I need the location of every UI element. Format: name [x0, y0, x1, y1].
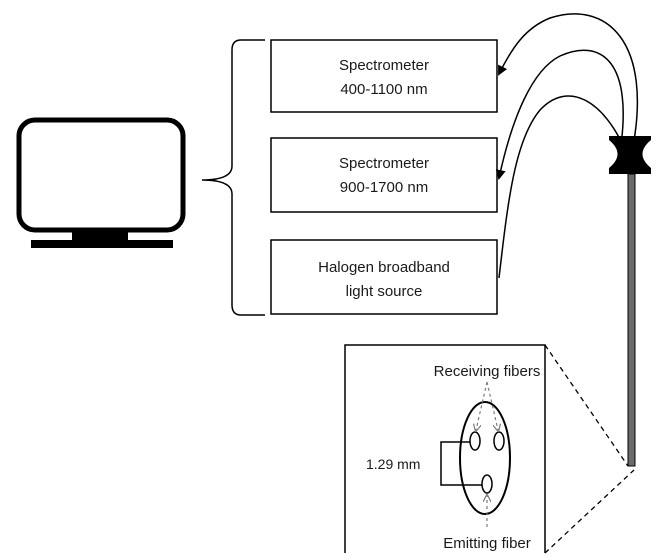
- receiving-fibers-label: Receiving fibers: [434, 363, 541, 380]
- receiving-path-left: [476, 381, 488, 430]
- zoom-line-top: [544, 344, 629, 467]
- probe-face: [459, 401, 511, 515]
- distance-label: 1.29 mm: [366, 456, 420, 472]
- spectrometer-vis-box: Spectrometer 400-1100 nm: [270, 39, 498, 113]
- receiving-fiber-left: [469, 431, 481, 451]
- receiving-fiber-right: [493, 431, 505, 451]
- halogen-light-source-box: Halogen broadband light source: [270, 239, 498, 315]
- probe-tip-detail: Receiving fibers Emitting fiber 1.29 mm: [344, 344, 546, 553]
- device-group-brace: [201, 39, 265, 316]
- device-label: 400-1100 nm: [340, 81, 427, 98]
- device-label: Halogen broadband: [318, 259, 450, 276]
- distance-bracket: [440, 441, 482, 486]
- fiber-to-nir-spectrometer: [495, 49, 624, 180]
- device-label: Spectrometer: [339, 57, 429, 74]
- fiber-to-vis-spectrometer: [498, 13, 639, 153]
- probe-shaft: [627, 173, 636, 467]
- receiving-path-right: [486, 381, 498, 430]
- spectrometer-nir-box: Spectrometer 900-1700 nm: [270, 137, 498, 213]
- device-label: light source: [346, 283, 423, 300]
- device-label: 900-1700 nm: [340, 179, 428, 196]
- fiber-from-light-source: [498, 95, 628, 279]
- emitting-fiber-label: Emitting fiber: [443, 535, 531, 552]
- computer-monitor-icon: [16, 117, 186, 248]
- probe-connector-icon: [609, 136, 651, 174]
- device-label: Spectrometer: [339, 155, 429, 172]
- emitting-fiber: [481, 474, 493, 494]
- zoom-line-bottom: [544, 469, 635, 554]
